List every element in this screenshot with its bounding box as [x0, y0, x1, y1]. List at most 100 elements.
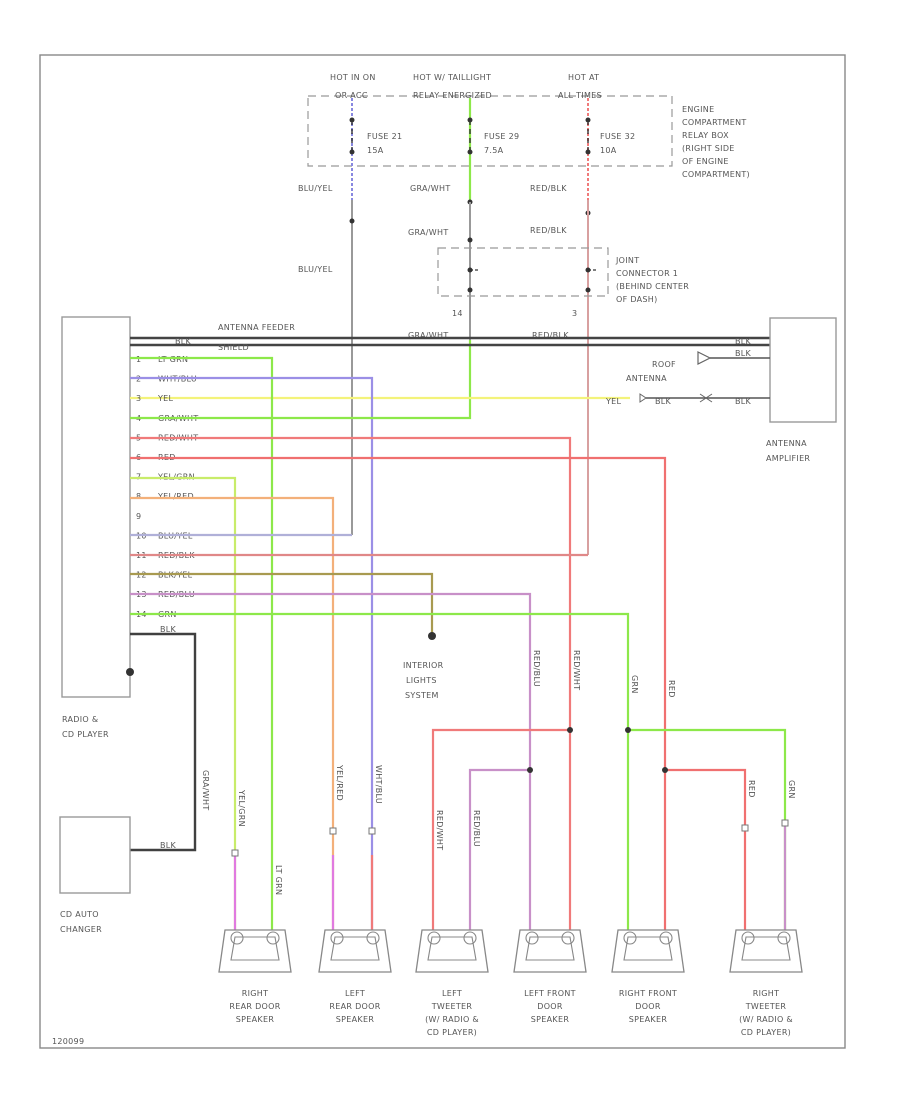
- speaker-label: TWEETER: [431, 1002, 473, 1011]
- wire-blk-ground: [130, 632, 197, 852]
- speaker-label: LEFT: [442, 989, 462, 998]
- fuse-21-wire: [349, 98, 355, 535]
- antenna-blk-label-3: BLK: [735, 397, 752, 406]
- vlabel-tl-2: RED/BLU: [472, 810, 481, 847]
- wire-red-wht: [130, 436, 572, 730]
- joint-connector-description: JOINT CONNECTOR 1 (BEHIND CENTER OF DASH…: [615, 256, 689, 304]
- speaker-label: (W/ RADIO &: [739, 1015, 793, 1024]
- antenna-blk-label-right: BLK: [735, 337, 752, 346]
- wire-tweeter-l-red-wht: [431, 728, 570, 935]
- interior-lights-label-3: SYSTEM: [405, 691, 439, 700]
- cd-auto-changer-box: [59, 816, 131, 894]
- splice-node-lf-red-wht: [567, 727, 573, 733]
- wire-red: [130, 456, 667, 770]
- wire-wht-blu: [130, 376, 374, 935]
- radio-pin-number: 9: [136, 512, 141, 521]
- antenna-amp-label-1: ANTENNA: [766, 439, 807, 448]
- speaker-label: RIGHT FRONT: [619, 989, 677, 998]
- speaker-1: LEFT REAR DOOR SPEAKER: [318, 929, 392, 1024]
- fuse-32-label: FUSE 32: [600, 132, 635, 141]
- speaker-label: SPEAKER: [336, 1015, 375, 1024]
- antenna-blk-label-left: BLK: [175, 337, 192, 346]
- fuse-29-wire: [467, 98, 473, 415]
- fuse-hot-label-3: HOT AT: [568, 73, 599, 82]
- wire-yel-grn: [130, 476, 237, 935]
- speaker-label: REAR DOOR: [229, 1002, 280, 1011]
- changer-blk-label: BLK: [160, 841, 177, 850]
- speaker-label: DOOR: [537, 1002, 563, 1011]
- wire-label-blu-yel-2: BLU/YEL: [298, 265, 333, 274]
- antenna-blk-label-2: BLK: [655, 397, 672, 406]
- changer-label-2: CHANGER: [60, 925, 102, 934]
- wire-grn: [130, 612, 630, 935]
- svg-text:RELAY BOX: RELAY BOX: [682, 131, 729, 140]
- speaker-5: RIGHT TWEETER (W/ RADIO & CD PLAYER): [729, 929, 803, 1037]
- vlabel-tl-1: RED/WHT: [435, 810, 444, 850]
- svg-text:(RIGHT SIDE: (RIGHT SIDE: [682, 144, 735, 153]
- wire-label-red-blk-2: RED/BLK: [530, 226, 567, 235]
- interior-lights-label-2: LIGHTS: [406, 676, 437, 685]
- outer-frame: [39, 54, 846, 1049]
- speaker-label: RIGHT: [753, 989, 780, 998]
- speaker-label: REAR DOOR: [329, 1002, 380, 1011]
- fuse-relay-box: [307, 95, 673, 167]
- speakers: RIGHT REAR DOOR SPEAKER LEFT REAR DOOR SPEAKE…: [218, 929, 803, 1037]
- antenna-shield-label: SHIELD: [218, 343, 249, 352]
- joint-pin-14: 14: [452, 309, 463, 318]
- radio-label-1: RADIO &: [62, 715, 98, 724]
- wire-label-blu-yel-1: BLU/YEL: [298, 184, 333, 193]
- fuse-hot-sub-3: ALL TIMES: [558, 91, 602, 100]
- wire-label-red-blk-3: RED/BLK: [532, 331, 569, 340]
- fuse-29-label: FUSE 29: [484, 132, 519, 141]
- roof-antenna-label-1: ROOF: [652, 360, 676, 369]
- vlabel-drop-2: RED/WHT: [572, 650, 581, 690]
- wire-gra-wht: [130, 415, 472, 420]
- fuse-29-amp: 7.5A: [484, 146, 504, 155]
- radio-pin-number: 8: [136, 492, 141, 501]
- radio-pin-number: 1: [136, 355, 141, 364]
- speaker-label: CD PLAYER): [427, 1028, 477, 1037]
- radio-label-2: CD PLAYER: [62, 730, 109, 739]
- speaker-label: DOOR: [635, 1002, 661, 1011]
- speaker-label: SPEAKER: [531, 1015, 570, 1024]
- fuse-hot-sub-2: RELAY ENERGIZED: [413, 91, 492, 100]
- vlabel-drop-4: RED: [667, 680, 676, 698]
- svg-text:COMPARTMENT): COMPARTMENT): [682, 170, 750, 179]
- speaker-label: LEFT: [345, 989, 365, 998]
- speaker-label: TWEETER: [745, 1002, 787, 1011]
- changer-wire-label: GRA/WHT: [201, 770, 210, 811]
- diagram-footer-code: 120099: [52, 1037, 84, 1046]
- splice-node-rf-grn: [625, 727, 631, 733]
- roof-blk-label: BLK: [735, 349, 752, 358]
- radio-ground-node: [126, 668, 134, 676]
- wire-label-red-blk-1: RED/BLK: [530, 184, 567, 193]
- connector-markers: [231, 819, 789, 857]
- fuse-32-amp: 10A: [600, 146, 617, 155]
- vlabel-tr-2: GRN: [787, 780, 796, 799]
- wire-tweeter-r-grn: [628, 728, 787, 935]
- wire-label-gra-wht-2: GRA/WHT: [408, 228, 449, 237]
- splice-node-lf-red-blu: [527, 767, 533, 773]
- joint-connector-pins: [467, 267, 598, 293]
- antenna-yel-connector: [639, 393, 770, 403]
- antenna-amplifier-box: [769, 317, 837, 423]
- svg-text:ENGINE: ENGINE: [682, 105, 714, 114]
- radio-pin-wire-label: YEL/RED: [157, 492, 194, 501]
- radio-pin-number: 3: [136, 394, 141, 403]
- antenna-feeder-label: ANTENNA FEEDER: [218, 323, 295, 332]
- speaker-label: CD PLAYER): [741, 1028, 791, 1037]
- wire-label-gra-wht-1: GRA/WHT: [410, 184, 451, 193]
- svg-text:JOINT: JOINT: [615, 256, 639, 265]
- wire-yel-red: [130, 496, 335, 935]
- radio-pin-wire-label: LT GRN: [158, 355, 188, 364]
- speaker-label: RIGHT: [242, 989, 269, 998]
- fuse-hot-label-2: HOT W/ TAILLIGHT: [413, 73, 491, 82]
- svg-text:COMPARTMENT: COMPARTMENT: [682, 118, 747, 127]
- radio-pin-wire-label: YEL: [157, 394, 174, 403]
- vlabel-lr-1: YEL/RED: [335, 764, 344, 801]
